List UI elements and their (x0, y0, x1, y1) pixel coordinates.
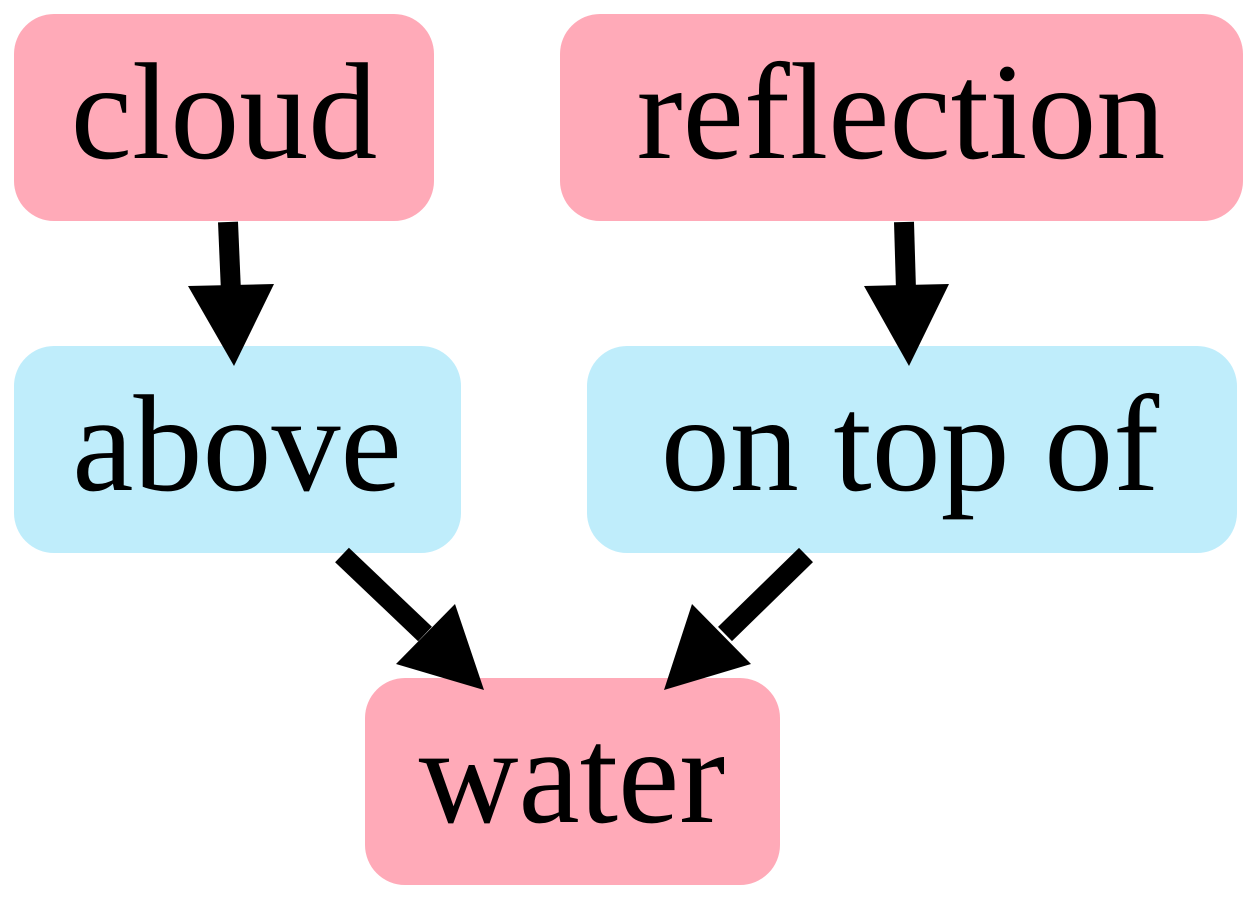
edge-on-top-of-to-water-line (718, 547, 813, 642)
edge-cloud-to-above-line (218, 221, 241, 293)
node-on-top-of-label: on top of (661, 367, 1159, 520)
edge-reflection-to-on-top-of-line (894, 221, 916, 291)
node-above: above (14, 346, 461, 553)
node-water-label: water (419, 699, 725, 852)
node-reflection-box (560, 14, 1243, 221)
node-reflection-label: reflection (637, 35, 1166, 188)
edge-on-top-of-to-water (664, 547, 813, 690)
edge-cloud-to-above-arrowhead (188, 284, 274, 366)
node-cloud-box (14, 14, 434, 221)
edge-cloud-to-above (188, 221, 274, 366)
node-on-top-of: on top of (587, 346, 1237, 553)
edge-reflection-to-on-top-of (864, 221, 949, 366)
edge-above-to-water-line (335, 547, 432, 642)
node-water: water (365, 678, 780, 885)
node-above-label: above (72, 367, 402, 520)
node-above-box (14, 346, 461, 553)
node-reflection: reflection (560, 14, 1243, 221)
edge-above-to-water-arrowhead (396, 604, 484, 690)
edge-on-top-of-to-water-arrowhead (664, 604, 751, 690)
node-on-top-of-box (587, 346, 1237, 553)
edge-above-to-water (335, 547, 484, 690)
node-cloud: cloud (14, 14, 434, 221)
edge-reflection-to-on-top-of-arrowhead (864, 284, 949, 366)
node-cloud-label: cloud (71, 35, 378, 188)
node-water-box (365, 678, 780, 885)
